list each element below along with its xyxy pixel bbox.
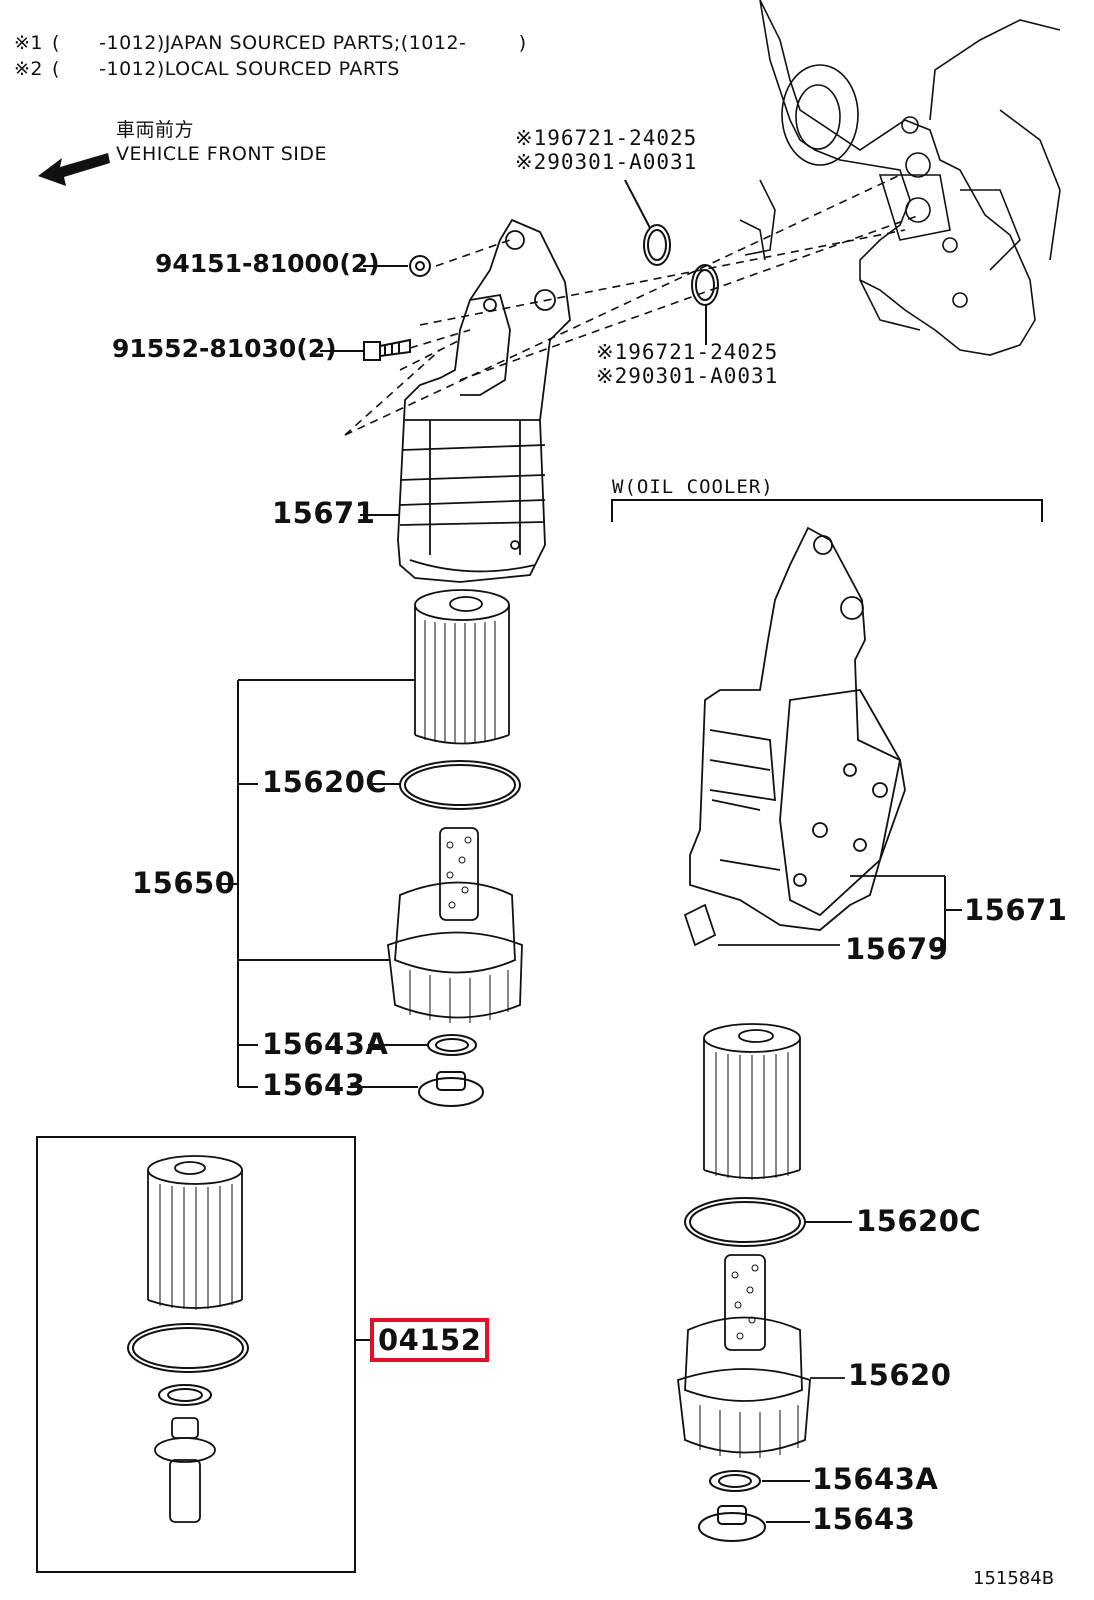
drain-plug-15643-left <box>418 1071 484 1107</box>
front-label-en: VEHICLE FRONT SIDE <box>116 143 328 165</box>
part-15650[interactable]: 15650 <box>132 866 236 900</box>
note-1-mark: ※1 <box>14 32 44 54</box>
part-15620c-left[interactable]: 15620C <box>262 765 388 799</box>
callout-15671-right <box>932 876 962 949</box>
kit-gasket <box>158 1384 212 1406</box>
note-2-text: ( -1012)LOCAL SOURCED PARTS <box>52 58 400 80</box>
oil-cooler-bracket <box>611 499 1043 522</box>
alignment-lines <box>344 174 921 436</box>
oil-filter-housing-right <box>683 526 945 947</box>
part-04152-highlighted[interactable]: 04152 <box>370 1318 490 1362</box>
kit-drain-plug <box>154 1417 216 1523</box>
oil-filter-housing-left <box>397 218 571 583</box>
part-oring-low-1[interactable]: ※196721-24025 <box>596 340 779 364</box>
filter-cap-15620-right <box>677 1254 845 1458</box>
filter-element-left <box>414 589 510 745</box>
part-15620-right[interactable]: 15620 <box>848 1358 952 1392</box>
part-oring-low-2[interactable]: ※290301-A0031 <box>596 364 779 388</box>
part-oring-top-2[interactable]: ※290301-A0031 <box>515 150 698 174</box>
drain-plug-15643-right <box>698 1505 810 1542</box>
gasket-15643a-right <box>709 1470 810 1492</box>
filter-element-right <box>703 1023 801 1180</box>
note-1-text: ( -1012)JAPAN SOURCED PARTS;(1012- ) <box>52 32 527 54</box>
engine-block-drawing <box>739 0 1061 356</box>
kit-filter-element <box>147 1155 243 1310</box>
part-15671-left[interactable]: 15671 <box>272 496 376 530</box>
o-ring-upper <box>643 224 671 266</box>
part-15643a-left[interactable]: 15643A <box>262 1027 389 1061</box>
part-15643-right[interactable]: 15643 <box>812 1502 916 1536</box>
figure-id: 151584B <box>973 1568 1055 1589</box>
part-bolt-94151[interactable]: 94151-81000(2) <box>155 249 380 278</box>
part-15643-left[interactable]: 15643 <box>262 1068 366 1102</box>
kit-o-ring <box>127 1323 249 1373</box>
front-arrow-icon <box>38 153 110 186</box>
gasket-15643a-left <box>427 1034 477 1056</box>
note-2-mark: ※2 <box>14 58 44 80</box>
flange-bolt-drawing <box>363 255 431 277</box>
part-oring-top-1[interactable]: ※196721-24025 <box>515 126 698 150</box>
part-15671-right[interactable]: 15671 <box>964 893 1068 927</box>
oil-cooler-caption: W(OIL COOLER) <box>612 476 774 498</box>
part-15620c-right[interactable]: 15620C <box>856 1204 982 1238</box>
part-15679[interactable]: 15679 <box>845 932 949 966</box>
front-label-jp: 車両前方 <box>116 119 195 141</box>
filter-cap-left <box>387 827 523 1023</box>
part-15643a-right[interactable]: 15643A <box>812 1462 939 1496</box>
o-ring-15620c-right <box>684 1197 852 1247</box>
o-ring-lower <box>691 264 719 306</box>
bolt-drawing <box>320 338 411 361</box>
kit-box <box>36 1136 356 1573</box>
o-ring-15620c-left <box>399 760 521 810</box>
group-bracket-15650 <box>218 514 428 1088</box>
part-bolt-91552[interactable]: 91552-81030(2) <box>112 334 337 363</box>
